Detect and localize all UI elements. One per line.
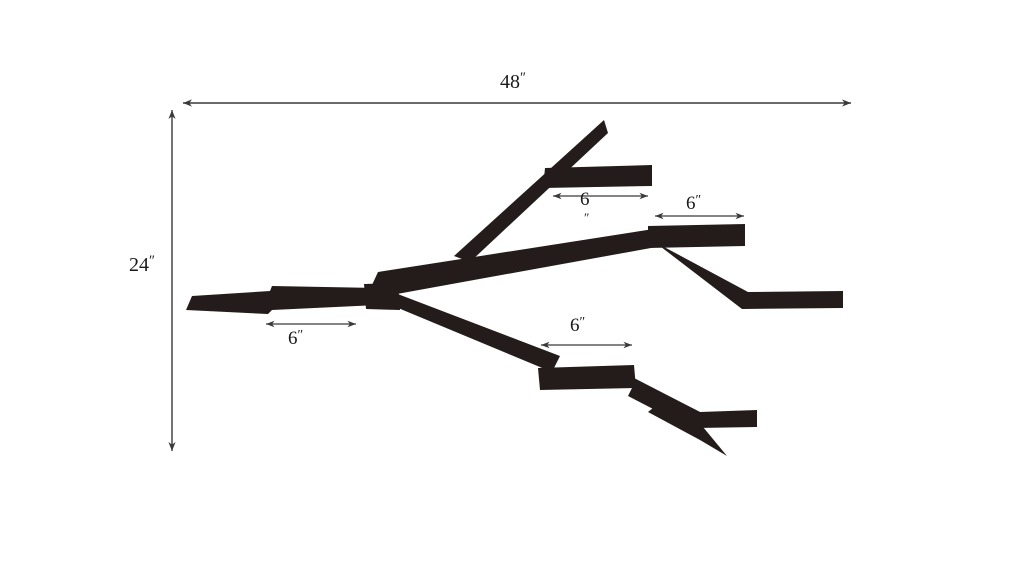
dimension-value-segment-4: 6 <box>570 315 580 336</box>
dimension-label-segment-2: 6 <box>580 190 590 209</box>
inch-mark-icon: ″ <box>584 210 590 225</box>
dimension-value-segment-2: 6 <box>580 189 590 210</box>
inch-mark-icon: ″ <box>149 252 155 269</box>
dimension-label-segment-4: 6″ <box>570 313 586 336</box>
dimension-label-segment-2-inch-mark: ″ <box>584 211 589 224</box>
branch-lower-horizontal-stub <box>538 365 636 390</box>
dimension-lines-group <box>168 99 851 451</box>
dimension-label-overall-height: 24″ <box>129 252 155 276</box>
branch-upper-main <box>372 228 662 297</box>
dimension-label-segment-3: 6″ <box>686 191 702 214</box>
dimension-value-segment-1: 6 <box>288 328 298 349</box>
dimension-value-overall-height: 24 <box>129 254 149 276</box>
inch-mark-icon: ″ <box>297 326 304 342</box>
branch-lower-main <box>374 288 560 372</box>
dimension-value-segment-3: 6 <box>686 193 696 214</box>
branch-lower-descending <box>620 372 757 428</box>
branch-silhouette-group <box>186 120 843 456</box>
branch-middle-horizontal-stub <box>648 224 745 248</box>
branch-upper-diagonal <box>454 120 608 262</box>
dimension-label-segment-1: 6″ <box>288 326 304 349</box>
dimension-value-overall-width: 48 <box>500 71 520 93</box>
branch-trunk-left <box>186 286 378 314</box>
inch-mark-icon: ″ <box>695 191 702 207</box>
dimension-label-overall-width: 48″ <box>500 69 526 93</box>
branch-lower-fork-notch <box>628 380 700 428</box>
inch-mark-icon: ″ <box>520 69 526 86</box>
branch-upper-horizontal-stub <box>543 165 652 188</box>
branch-middle-descending <box>652 240 843 309</box>
inch-mark-icon: ″ <box>579 313 586 329</box>
